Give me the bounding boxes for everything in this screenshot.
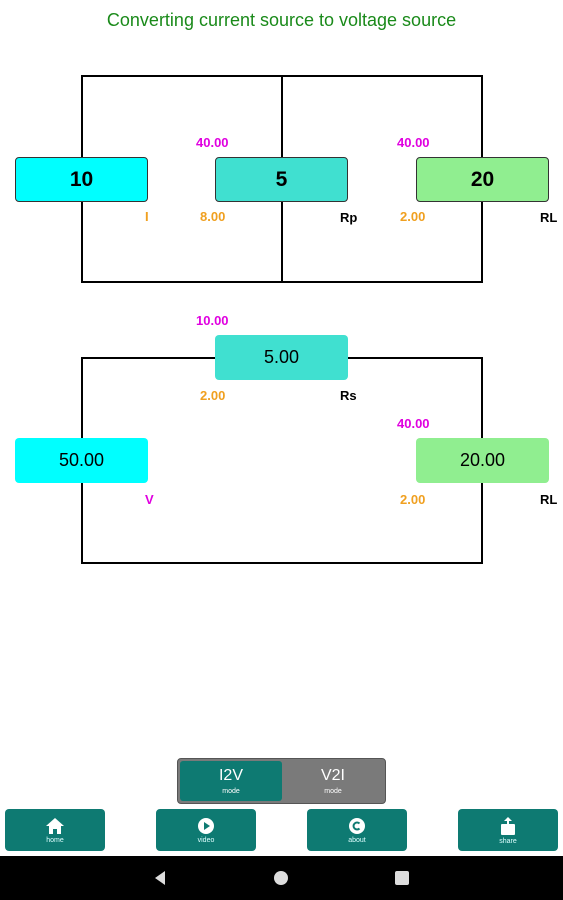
share-sub-label: share <box>499 837 517 845</box>
rs-current-value: 2.00 <box>200 388 226 403</box>
system-nav-bar <box>0 856 563 900</box>
recents-icon[interactable] <box>395 871 409 885</box>
home-sub-label: home <box>46 836 64 844</box>
rs-power-value: 10.00 <box>196 313 229 328</box>
rp-power-value: 40.00 <box>196 135 229 150</box>
rp-current-value: 8.00 <box>200 209 226 224</box>
i2v-label: I2V <box>218 767 243 784</box>
home-icon <box>46 817 64 834</box>
v2i-mode-button[interactable]: V2I mode <box>282 761 384 801</box>
rp-label: Rp <box>340 210 358 225</box>
copyright-icon <box>349 817 365 834</box>
rs-value-box[interactable]: 5.00 <box>215 335 348 380</box>
video-sub-label: video <box>197 836 215 844</box>
wire-bottom <box>81 562 483 564</box>
rs-label: Rs <box>340 388 357 403</box>
video-button[interactable]: video <box>156 809 256 851</box>
back-icon[interactable] <box>152 870 168 886</box>
i2v-mode-button[interactable]: I2V mode <box>180 761 282 801</box>
page-title: Converting current source to voltage sou… <box>106 10 457 30</box>
share-button[interactable]: share <box>458 809 558 851</box>
play-icon <box>198 817 214 834</box>
current-label: I <box>145 209 149 224</box>
rp-input[interactable]: 5 <box>215 157 348 202</box>
rl-value-box[interactable]: 20.00 <box>416 438 549 483</box>
voltage-label: V <box>145 492 154 507</box>
current-input[interactable]: 10 <box>15 157 148 202</box>
rl-input[interactable]: 20 <box>416 157 549 202</box>
v2i-label: V2I <box>320 767 345 784</box>
rl-label: RL <box>540 492 558 507</box>
about-sub-label: about <box>348 836 366 844</box>
rl-power-value: 40.00 <box>397 416 430 431</box>
v2i-sub: mode <box>324 788 342 795</box>
rl-power-value: 40.00 <box>397 135 430 150</box>
about-button[interactable]: about <box>307 809 407 851</box>
home-nav-icon[interactable] <box>273 870 289 886</box>
i2v-sub: mode <box>222 788 240 795</box>
rl-label: RL <box>540 210 558 225</box>
rl-current-value: 2.00 <box>400 209 426 224</box>
mode-toggle: I2V mode V2I mode <box>177 758 386 804</box>
home-button[interactable]: home <box>5 809 105 851</box>
rl-current-value: 2.00 <box>400 492 426 507</box>
share-icon <box>501 816 515 835</box>
voltage-value-box[interactable]: 50.00 <box>15 438 148 483</box>
